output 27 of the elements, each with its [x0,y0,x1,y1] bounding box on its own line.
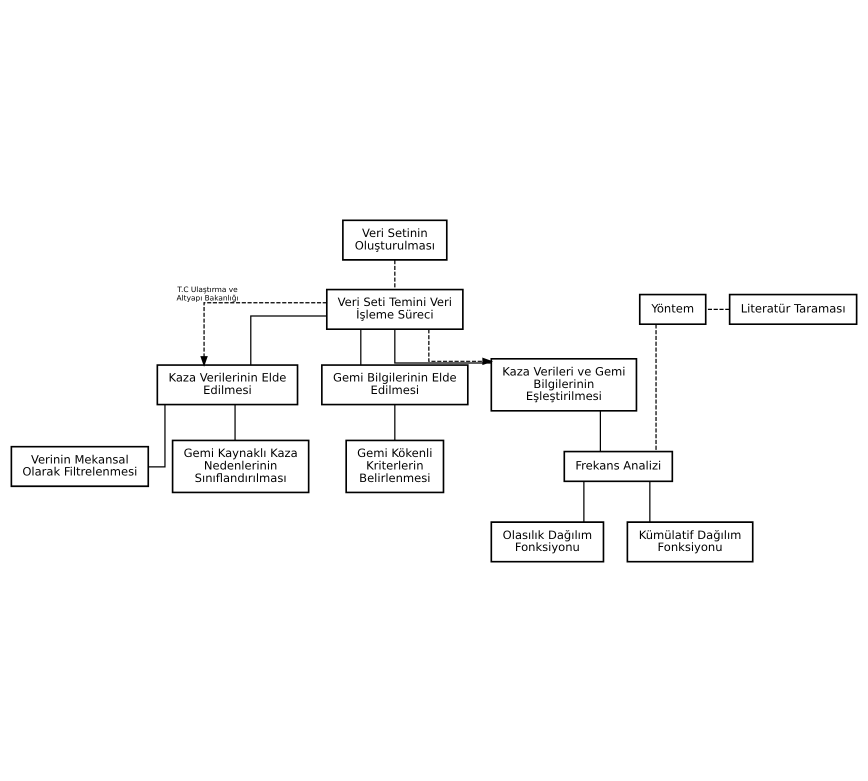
node-box: Olasılık Dağılım Fonksiyonu [490,520,604,562]
connector [360,328,362,364]
connector [148,404,166,467]
connector [394,260,396,289]
connector [250,314,327,364]
node-box: Veri Seti Temini Veri İşleme Süreci [326,288,464,330]
node-box: Yöntem [638,293,707,325]
connector [600,410,601,452]
connector [234,404,236,440]
node-box: Kaza Verileri ve Gemi Bilgilerinin Eşleştirilmesi [490,358,638,412]
node-box: Verinin Mekansal Olarak Filtrelenmesi [10,445,150,487]
connector [706,308,730,310]
connector [649,480,650,522]
node-box: Gemi Kökenli Kriterlerin Belirlenmesi [345,439,444,493]
connector [583,480,584,522]
edge-label: T.C Ulaştırma ve Altyapı Bakanlığı [176,284,238,302]
node-box: Kümülatif Dağılım Fonksiyonu [626,520,754,562]
node-box: Gemi Kaynaklı Kaza Nedenlerinin Sınıflandırılması [172,439,310,493]
node-box: Literatür Taraması [728,293,858,325]
arrow [200,302,327,366]
node-box: Kaza Verilerinin Elde Edilmesi [156,364,298,405]
node-box: Gemi Bilgilerinin Elde Edilmesi [321,364,469,405]
node-box: Veri Setinin Oluşturulması [342,218,448,260]
node-box: Frekans Analizi [563,450,674,482]
connector [655,324,657,451]
connector [394,328,492,364]
connector [394,404,396,440]
